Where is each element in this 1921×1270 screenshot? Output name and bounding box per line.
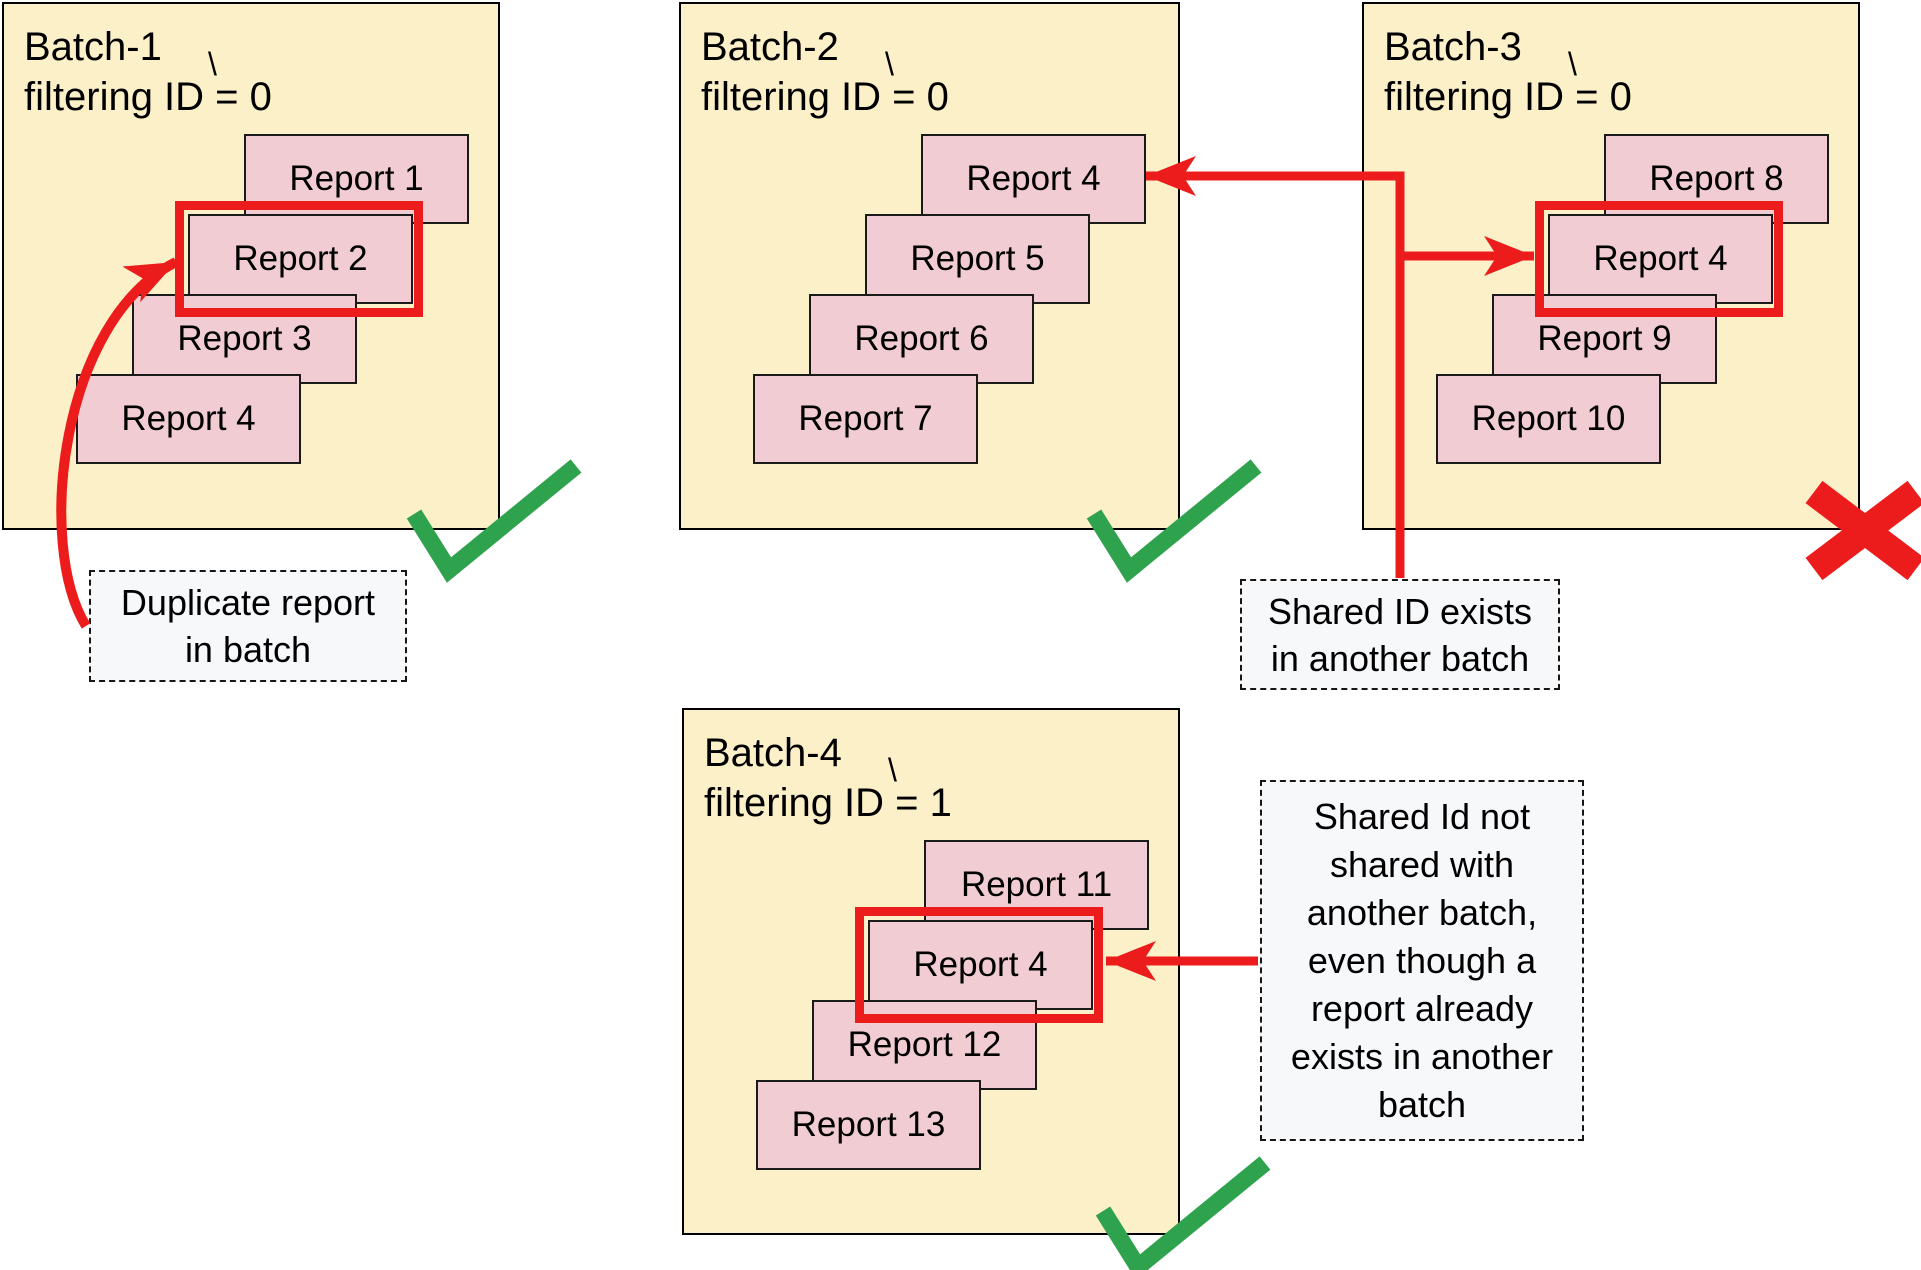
batch-4-filter-id: filtering ID = 1 <box>704 781 952 825</box>
batch-1-duplicate-highlight-box <box>175 201 423 317</box>
batch-4-report-13: Report 13 <box>756 1080 981 1170</box>
stray-tick-mark: \ <box>885 46 894 82</box>
duplicate-report-note: Duplicate report in batch <box>89 570 407 682</box>
batch-3-name: Batch-3 <box>1384 25 1522 69</box>
batch-2-report-5: Report 5 <box>865 214 1090 304</box>
batch-3-filter-id: filtering ID = 0 <box>1384 75 1632 119</box>
stray-tick-mark: \ <box>208 46 217 82</box>
batch-4-report-4: Report 4 <box>868 920 1093 1010</box>
batch-2-title: Batch-2 filtering ID = 0 <box>701 22 949 122</box>
batch-3-box: Batch-3 filtering ID = 0 \ Report 8 Repo… <box>1362 2 1860 530</box>
batch-1-filter-id: filtering ID = 0 <box>24 75 272 119</box>
batch-2-name: Batch-2 <box>701 25 839 69</box>
batch-4-title: Batch-4 filtering ID = 1 <box>704 728 952 828</box>
batch-3-title: Batch-3 filtering ID = 0 <box>1384 22 1632 122</box>
shared-id-note: Shared ID exists in another batch <box>1240 579 1560 690</box>
stray-tick-mark: \ <box>888 752 897 788</box>
batch-2-report-4: Report 4 <box>921 134 1146 224</box>
batch-2-report-6: Report 6 <box>809 294 1034 384</box>
batch-2-report-7: Report 7 <box>753 374 978 464</box>
batch-2-box: Batch-2 filtering ID = 0 \ Report 4 Repo… <box>679 2 1180 530</box>
batch-2-filter-id: filtering ID = 0 <box>701 75 949 119</box>
batch-4-box: Batch-4 filtering ID = 1 \ Report 11 Rep… <box>682 708 1180 1235</box>
batch-3-shared-id-highlight-box <box>1535 201 1783 317</box>
batch-1-name: Batch-1 <box>24 25 162 69</box>
batch-1-title: Batch-1 filtering ID = 0 <box>24 22 272 122</box>
batch-1-box: Batch-1 filtering ID = 0 \ Report 1 Repo… <box>2 2 500 530</box>
stray-tick-mark: \ <box>1568 46 1577 82</box>
not-shared-id-note: Shared Id not shared with another batch,… <box>1260 780 1584 1141</box>
batch-1-report-4: Report 4 <box>76 374 301 464</box>
batch-3-report-10: Report 10 <box>1436 374 1661 464</box>
batch-4-shared-id-highlight-box <box>855 907 1103 1023</box>
batch-4-name: Batch-4 <box>704 731 842 775</box>
batch-3-report-4: Report 4 <box>1548 214 1773 304</box>
